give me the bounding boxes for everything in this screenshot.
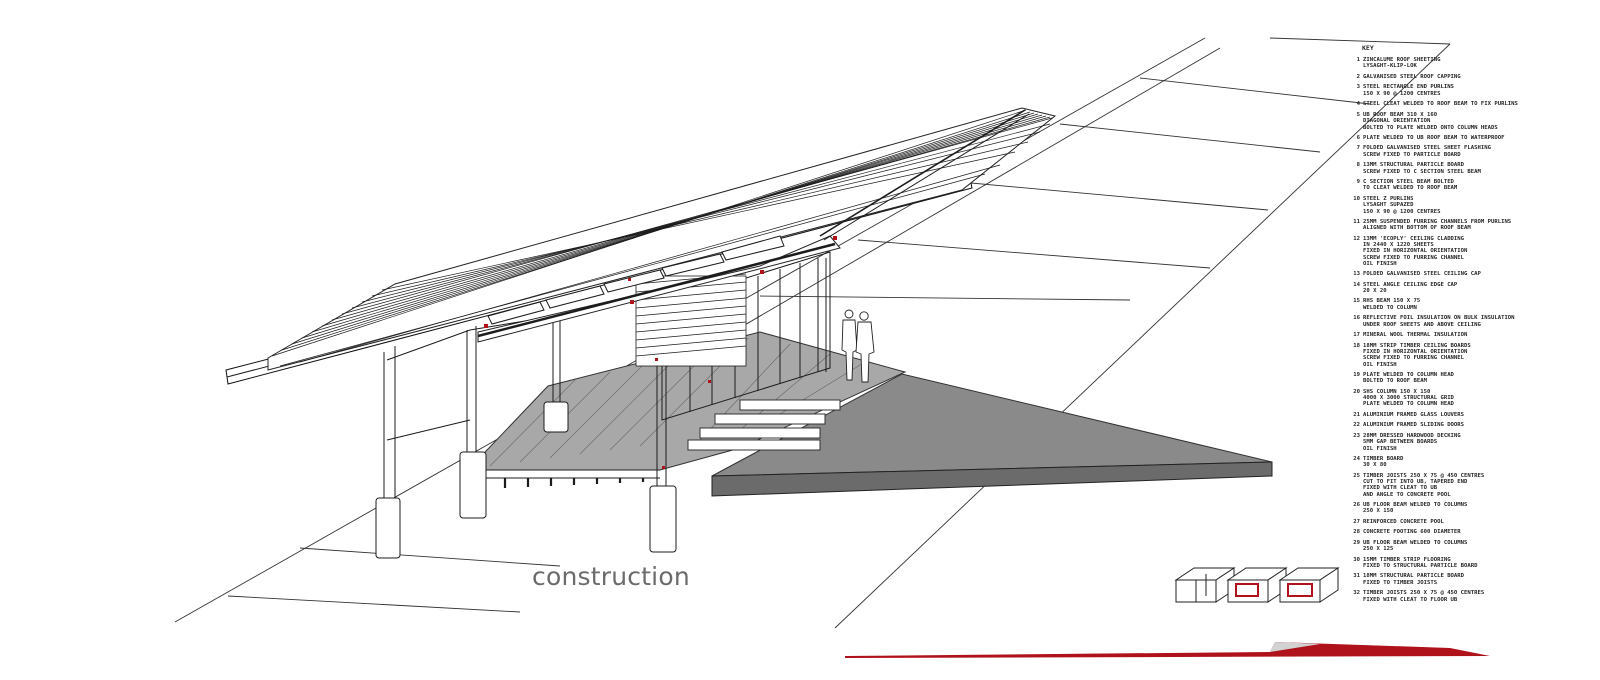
key-item-number: 19 [1353,371,1360,378]
drawing-caption: construction [532,562,690,591]
key-title: KEY [1362,44,1374,52]
ground-triangle [711,373,1273,497]
roof-sheeting [267,107,1057,371]
bottom-accent-bar [845,642,1490,658]
key-item-text: UB FLOOR BEAM WELDED TO COLUMNS 250 X 15… [1363,501,1468,515]
key-item-number: 18 [1353,342,1360,349]
key-item-number: 29 [1353,539,1360,546]
human-figures [841,309,875,383]
key-item-number: 15 [1353,298,1360,305]
key-item-number: 12 [1353,235,1360,242]
key-item-number: 6 [1356,134,1360,141]
key-item-text: 18MM STRUCTURAL PARTICLE BOARD FIXED TO … [1363,573,1465,586]
key-item-number: 3 [1356,84,1360,91]
key-item-text: CONCRETE FOOTING 600 DIAMETER [1363,529,1461,536]
key-item-text: FOLDED GALVANISED STEEL SHEET FLASHING S… [1363,145,1491,158]
key-item-number: 10 [1353,195,1360,202]
key-item-number: 16 [1353,315,1360,322]
component-boxes [1174,567,1340,603]
concrete-footings [375,401,677,559]
key-item-number: 11 [1353,218,1360,225]
key-item-text: GALVANISED STEEL ROOF CAPPING [1363,73,1461,80]
key-item-text: MINERAL WOOL THERMAL INSULATION [1363,332,1468,338]
key-item-text: C SECTION STEEL BEAM BOLTED TO CLEAT WEL… [1363,179,1458,192]
key-item-text: SHS COLUMN 150 X 150 4000 X 3000 STRUCTU… [1363,388,1454,408]
key-item-number: 32 [1353,590,1360,597]
key-item-number: 23 [1353,432,1360,439]
key-item-text: 18MM STRIP TIMBER CEILING BOARDS FIXED I… [1363,342,1471,368]
key-item-number: 21 [1353,411,1360,418]
key-item-number: 31 [1353,573,1360,580]
key-item-number: 5 [1356,111,1360,118]
key-item-text: ALUMINIUM FRAMED GLASS LOUVERS [1363,411,1465,418]
key-item-text: 28MM DRESSED HARDWOOD DECKING 5MM GAP BE… [1363,432,1461,452]
key-item-number: 25 [1353,472,1360,479]
key-item-text: STEEL Z PURLINS LYSAGHT SUPAZED 150 X 90… [1363,195,1441,215]
key-item-text: 25MM SUSPENDED FURRING CHANNELS FROM PUR… [1363,218,1512,232]
key-item-text: UB FLOOR BEAM WELDED TO COLUMNS 250 X 12… [1363,539,1468,553]
key-item-text: 13MM 'ECOPLY' CEILING CLADDING IN 2440 X… [1363,235,1468,268]
key-item-text: PLATE WELDED TO UB ROOF BEAM TO WATERPRO… [1363,134,1505,141]
key-item-text: ALUMINIUM FRAMED SLIDING DOORS [1363,422,1465,429]
key-item-text: TIMBER BOARD 30 X 80 [1363,455,1404,469]
key-item-number: 9 [1356,179,1360,185]
key-item-number: 27 [1353,518,1360,525]
key-item-text: REINFORCED CONCRETE POOL [1363,518,1444,525]
key-item-text: STEEL RECTANGLE END PURLINS 150 X 90 @ 1… [1363,84,1454,97]
columns [383,296,667,500]
key-item-text: TIMBER JOISTS 250 X 75 @ 450 CENTRES CUT… [1363,472,1485,498]
key-item-number: 20 [1353,388,1360,395]
key-item-number: 4 [1356,101,1360,108]
key-item-number: 30 [1353,556,1360,563]
key-item-text: RHS BEAM 150 X 75 WELDED TO COLUMN [1363,298,1421,311]
key-item-number: 2 [1356,73,1360,80]
key-item-number: 8 [1356,162,1360,169]
key-item-number: 17 [1353,332,1360,338]
ceiling-soffit [477,235,841,343]
key-item-number: 1 [1356,57,1360,63]
key-item-text: TIMBER JOISTS 250 X 75 @ 450 CENTRES FIX… [1363,590,1485,603]
key-item-text: UB ROOF BEAM 310 X 160 DIAGONAL ORIENTAT… [1363,111,1498,131]
key-item-text: STEEL ANGLE CEILING EDGE CAP 20 X 20 [1363,281,1458,294]
key-item-text: FOLDED GALVANISED STEEL CEILING CAP [1363,271,1481,277]
key-item-text: 13MM STRUCTURAL PARTICLE BOARD SCREW FIX… [1363,162,1481,175]
key-item-text: 15MM TIMBER STRIP FLOORING FIXED TO STRU… [1363,556,1478,569]
glass-louvres [635,273,747,367]
roof-purlins [487,109,1030,325]
key-item-number: 7 [1356,145,1360,152]
key-item-number: 22 [1353,422,1360,429]
key-item-number: 14 [1353,281,1360,288]
key-item-text: STEEL CLEAT WELDED TO ROOF BEAM TO FIX P… [1363,101,1518,108]
red-detail-markers [484,236,837,469]
key-item-number: 26 [1353,501,1360,508]
key-item-number: 13 [1353,271,1360,277]
key-item-text: ZINCALUME ROOF SHEETING LYSAGHT-KLIP-LOK [1363,57,1441,70]
key-item-text: PLATE WELDED TO COLUMN HEAD BOLTED TO RO… [1363,371,1454,385]
key-item-text: REFLECTIVE FOIL INSULATION ON BULK INSUL… [1363,315,1515,328]
key-item-number: 28 [1353,529,1360,536]
key-item-number: 24 [1353,455,1360,462]
